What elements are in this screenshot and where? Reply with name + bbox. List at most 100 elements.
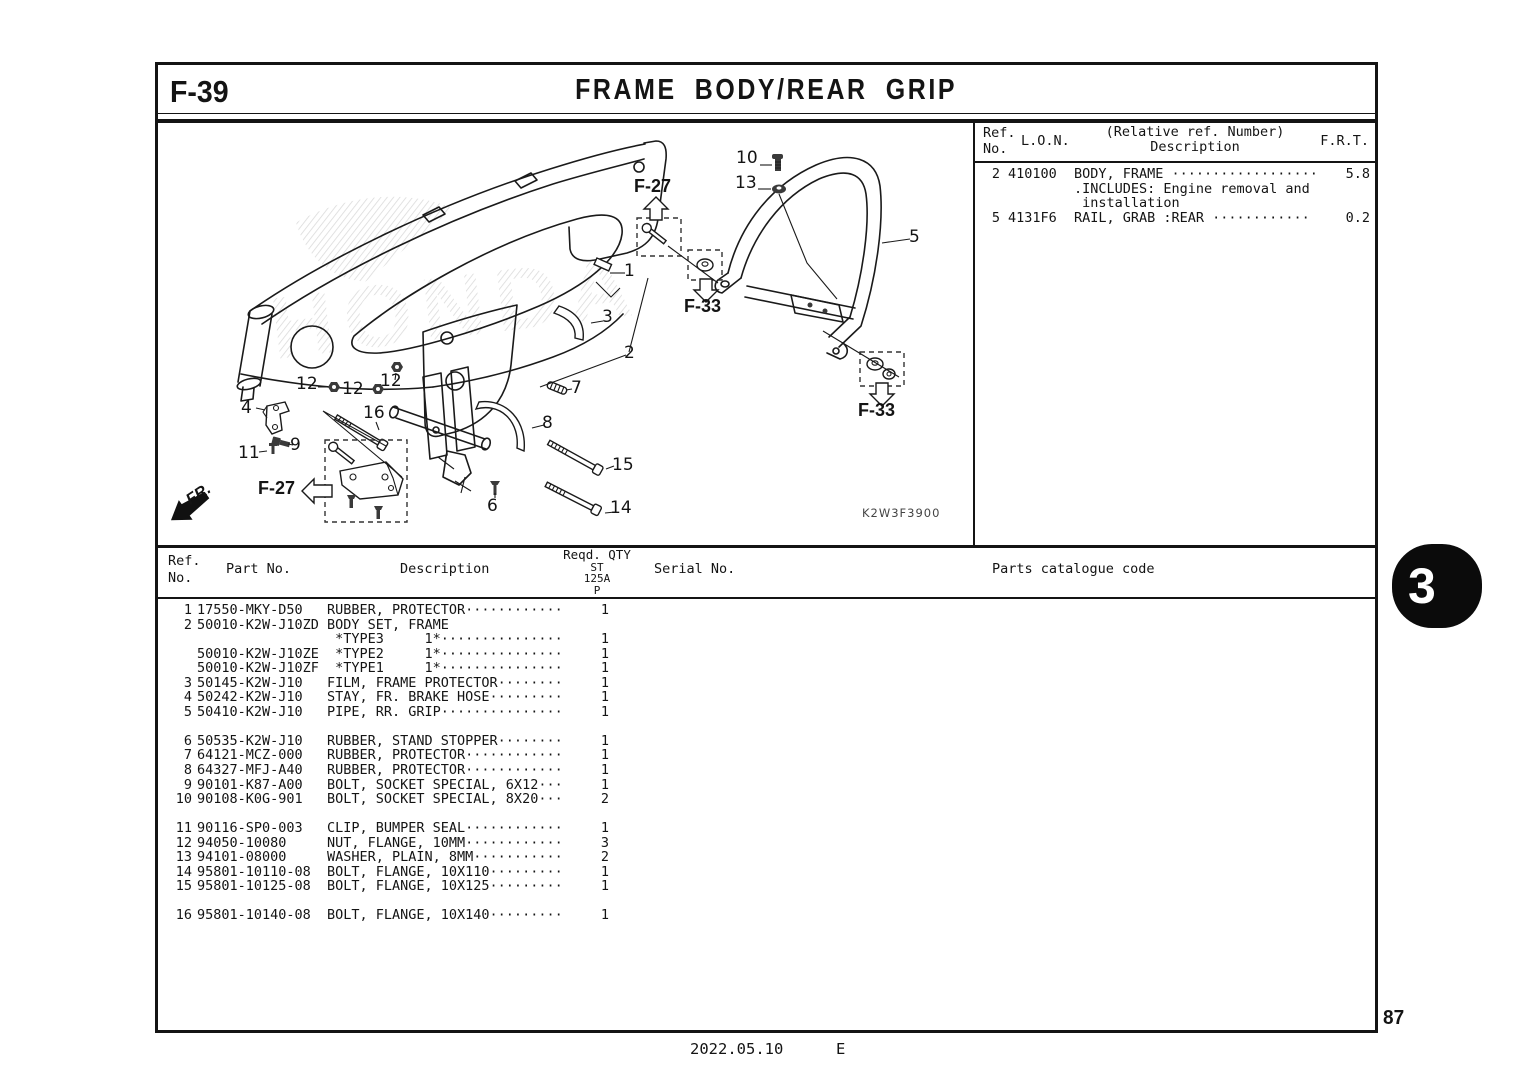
callout-7: 7: [571, 378, 582, 398]
callout-10: 10: [736, 148, 758, 168]
parts-row: 12 94050-10080 NUT, FLANGE, 10MM········…: [175, 834, 609, 851]
protector-1-icon: [593, 257, 613, 272]
callout-6: 6: [487, 496, 498, 516]
parts-header-no: No.: [168, 570, 193, 586]
parts-header-qty: Reqd. QTY ST 125A P: [563, 547, 631, 597]
rear-grab-rail-drawing: [714, 156, 882, 360]
reference-row: .INCLUDES: Engine removal and: [1074, 180, 1310, 197]
parts-row: 10 90108-K0G-901 BOLT, SOCKET SPECIAL, 8…: [175, 791, 609, 808]
ref-header-description: (Relative ref. Number) Description: [1105, 124, 1285, 155]
bolt-10-icon: [772, 154, 783, 171]
reference-row: installation: [1074, 195, 1180, 211]
callout-12c: 12: [380, 371, 402, 391]
page-frame: F-39 FRAME BODY/REAR GRIP Ref. No. L.O.N…: [155, 62, 1378, 1033]
parts-row: 1 17550-MKY-D50 RUBBER, PROTECTOR·······…: [183, 602, 609, 618]
callout-12a: 12: [296, 374, 318, 394]
callout-2: 2: [624, 343, 635, 363]
f27-bottom-box-parts: [327, 441, 404, 519]
section-tab: 3: [1392, 544, 1482, 628]
section-tab-number: 3: [1408, 558, 1436, 614]
parts-row: 50010-K2W-J10ZF *TYPE1 1*···············…: [197, 660, 609, 677]
parts-row: 15 95801-10125-08 BOLT, FLANGE, 10X125··…: [175, 878, 609, 895]
callout-16: 16: [363, 403, 385, 423]
footer-date: 2022.05.10: [690, 1040, 784, 1058]
ref-arrows: [301, 196, 896, 505]
frame-body-drawing: [236, 140, 667, 494]
f27-left-arrow-icon: [301, 477, 333, 505]
bolt-14-icon: [544, 481, 603, 517]
f33-right-down-arrow-icon: [868, 382, 896, 407]
callout-1: 1: [624, 261, 635, 281]
parts-row: 3 50145-K2W-J10 FILM, FRAME PROTECTOR···…: [183, 674, 609, 691]
parts-table-header: Ref. No. Part No. Description Reqd. QTY …: [158, 548, 1375, 599]
footer-edition: E: [836, 1040, 846, 1058]
callout-8: 8: [542, 413, 553, 433]
reference-table: Ref. No. L.O.N. (Relative ref. Number) D…: [973, 123, 1375, 545]
callout-5: 5: [909, 227, 920, 247]
fr-direction-arrow-icon: [170, 491, 210, 521]
fref-f33-mid: F-33: [684, 296, 722, 316]
parts-row: 7 64121-MCZ-000 RUBBER, PROTECTOR·······…: [183, 747, 609, 764]
page-title: FRAME BODY/REAR GRIP: [575, 74, 958, 106]
parts-row: 13 94101-08000 WASHER, PLAIN, 8MM·······…: [175, 849, 609, 866]
ref-header-lon: L.O.N.: [1021, 133, 1070, 149]
parts-header-catalogue: Parts catalogue code: [992, 561, 1155, 577]
parts-header-ref: Ref.: [168, 553, 201, 569]
parts-header-part: Part No.: [226, 561, 292, 577]
figure-code: F-39: [170, 74, 229, 109]
page-number: 87: [1383, 1007, 1405, 1029]
callout-13: 13: [735, 173, 757, 193]
callout-15: 15: [612, 455, 634, 475]
parts-row: 5 50410-K2W-J10 PIPE, RR. GRIP··········…: [183, 703, 609, 720]
fref-f27-top: F-27: [634, 176, 672, 196]
callout-11: 11: [238, 443, 260, 463]
clip-11-icon: [269, 443, 277, 454]
parts-row: *TYPE3 1*··············· 1: [327, 631, 609, 648]
reference-table-rows: 2 410100 BODY, FRAME ·················· …: [975, 163, 1375, 225]
f27-up-arrow-icon: [642, 196, 670, 221]
title-bar: F-39 FRAME BODY/REAR GRIP: [158, 65, 1375, 114]
reference-row: 5 4131F6 RAIL, GRAB :REAR ············ 0…: [991, 209, 1370, 226]
bolt-15-icon: [546, 439, 604, 476]
pointer-v: [595, 281, 621, 298]
stay-4-icon: [262, 401, 290, 435]
parts-table-rows: 1 17550-MKY-D50 RUBBER, PROTECTOR·······…: [158, 599, 1375, 923]
parts-header-serial: Serial No.: [654, 561, 736, 577]
bolt-6-icon: [490, 481, 500, 495]
parts-header-description: Description: [400, 561, 490, 577]
parts-row: 11 90116-SP0-003 CLIP, BUMPER SEAL······…: [175, 820, 609, 837]
frame-exploded-diagram: HONDA: [170, 140, 911, 523]
title-separator: [158, 119, 1375, 123]
ref-header-frt: F.R.T.: [1320, 133, 1369, 149]
washer-13-icon: [772, 184, 786, 194]
parts-row: [158, 807, 1375, 822]
reference-table-header: Ref. No. L.O.N. (Relative ref. Number) D…: [975, 123, 1375, 163]
arc-8-icon: [474, 400, 526, 453]
f27-box-bolt-icon: [641, 222, 668, 245]
parts-row: 50010-K2W-J10ZE *TYPE2 1*···············…: [197, 645, 609, 662]
nut-12-icons: [328, 362, 403, 394]
callout-9: 9: [290, 435, 301, 455]
fref-f27-left: F-27: [258, 478, 296, 498]
diagram-code: K2W3F3900: [862, 506, 941, 520]
parts-table: Ref. No. Part No. Description Reqd. QTY …: [158, 545, 1375, 923]
parts-row: 14 95801-10110-08 BOLT, FLANGE, 10X110··…: [175, 863, 609, 880]
parts-row: 16 95801-10140-08 BOLT, FLANGE, 10X140··…: [175, 907, 609, 924]
f27-bottom-box: [324, 439, 408, 523]
f33-left-washer-icon: [696, 258, 714, 272]
fref-f33-right: F-33: [858, 400, 896, 420]
parts-row: 9 90101-K87-A00 BOLT, SOCKET SPECIAL, 6X…: [183, 776, 609, 793]
callout-3: 3: [602, 307, 613, 327]
ref-header-no: No.: [983, 141, 1008, 157]
parts-row: 2 50010-K2W-J10ZD BODY SET, FRAME: [183, 616, 449, 633]
f33-down-arrow-icon: [692, 278, 720, 303]
callout-12b: 12: [342, 379, 364, 399]
leader-lines: [255, 164, 911, 514]
parts-row: 4 50242-K2W-J10 STAY, FR. BRAKE HOSE····…: [183, 689, 609, 706]
parts-row: 8 64327-MFJ-A40 RUBBER, PROTECTOR·······…: [183, 762, 609, 779]
callout-4: 4: [241, 398, 252, 418]
callout-14: 14: [610, 498, 632, 518]
reference-row: 2 410100 BODY, FRAME ·················· …: [991, 166, 1370, 182]
parts-row: [158, 894, 1375, 909]
